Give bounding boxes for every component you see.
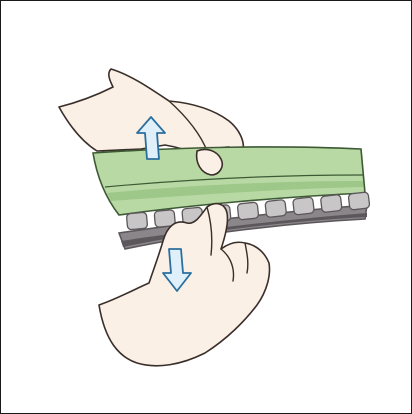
holder-tooth	[320, 194, 342, 212]
holder-tooth	[293, 197, 315, 215]
holder-tooth	[348, 192, 370, 210]
holder-tooth	[237, 202, 259, 220]
holder-tooth	[126, 212, 147, 230]
holder-tooth	[265, 199, 287, 217]
